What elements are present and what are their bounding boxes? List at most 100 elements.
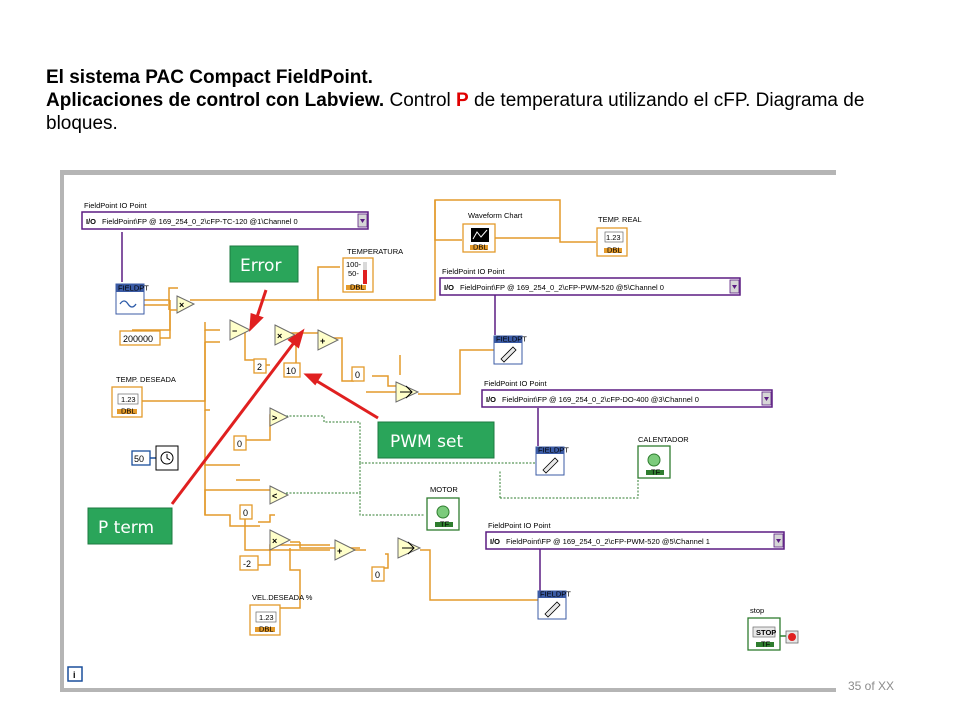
- const-0-d[interactable]: 0: [371, 566, 385, 582]
- temperatura-indicator[interactable]: 100- 50- DBL: [342, 257, 374, 293]
- stop-control[interactable]: STOP TF: [747, 617, 781, 651]
- dbl-text: DBL: [473, 243, 488, 252]
- const-2[interactable]: 2: [253, 358, 267, 374]
- const-neg2[interactable]: -2: [239, 555, 259, 571]
- fp-tc-channel-control[interactable]: I/O FieldPoint\FP @ 169_254_0_2\cFP-TC-1…: [81, 211, 369, 230]
- less-op: <: [272, 491, 277, 501]
- wire: [420, 549, 538, 601]
- const-200000[interactable]: 200000: [119, 330, 161, 346]
- select-node-2[interactable]: [397, 537, 422, 559]
- stop-condition-icon: [788, 633, 796, 641]
- stop-button-face: [752, 626, 776, 638]
- subtract-node[interactable]: −: [229, 319, 252, 341]
- temp-deseada-label: TEMP. DESEADA: [116, 375, 176, 384]
- const-50[interactable]: 50: [131, 450, 151, 466]
- calentador-indicator[interactable]: TF: [637, 445, 671, 479]
- const-value: 50: [134, 454, 144, 464]
- fp-write-tag: FIELDPT: [496, 335, 527, 344]
- fp-pwm1-icon-glyph: I/O: [490, 537, 500, 546]
- const-box: [239, 504, 253, 520]
- add-node-1[interactable]: +: [317, 329, 340, 351]
- const-value: 0: [375, 570, 380, 580]
- fp-pwm0-channel-control[interactable]: I/O FieldPoint\FP @ 169_254_0_2\cFP-PWM-…: [439, 277, 741, 296]
- select-node-1[interactable]: [395, 381, 420, 403]
- const-box: [283, 362, 301, 378]
- const-box: [371, 566, 385, 582]
- fp-write-node-pwm0[interactable]: FIELDPT: [493, 335, 527, 365]
- stop-button-text: STOP: [756, 628, 776, 637]
- arrow-error-head: [249, 312, 264, 332]
- fp-write-node-do[interactable]: FIELDPT: [535, 446, 569, 476]
- fp-pwm0-icon-glyph: I/O: [444, 283, 454, 292]
- temp-deseada-control[interactable]: 1.23 DBL: [111, 386, 143, 418]
- green-wires: [286, 415, 639, 516]
- fp-read-tag: FIELDPT: [118, 284, 149, 293]
- add-triangle: [334, 539, 357, 561]
- title-text-a: Control: [384, 90, 457, 111]
- multiply-node-1[interactable]: ×: [176, 295, 196, 314]
- fp-write-tag: FIELDPT: [540, 590, 571, 599]
- chevron-down-icon: [732, 285, 737, 289]
- fp-read-node[interactable]: FIELDPT: [115, 283, 149, 315]
- const-0-a[interactable]: 0: [351, 366, 365, 382]
- pencil-icon: [544, 601, 561, 618]
- wire: [160, 309, 177, 339]
- info-icon-glyph: i: [73, 670, 76, 680]
- const-box: [239, 555, 259, 571]
- multiply-op: ×: [179, 300, 184, 310]
- fp-do-header: FieldPoint IO Point: [484, 379, 547, 388]
- block-diagram-canvas: i: [60, 170, 836, 692]
- chevron-down-icon: [360, 219, 365, 223]
- multiply-node-kp[interactable]: ×: [274, 324, 297, 346]
- temp-real-indicator[interactable]: 1.23 DBL: [596, 227, 628, 257]
- add-node-2[interactable]: +: [334, 539, 357, 561]
- clock-hands: [166, 454, 171, 461]
- title-bold-part: Aplicaciones de control con Labview.: [46, 90, 385, 111]
- info-icon[interactable]: [67, 666, 83, 682]
- waveform-chart-indicator[interactable]: DBL: [462, 223, 496, 253]
- loop-condition[interactable]: [785, 630, 799, 644]
- greater-node[interactable]: >: [269, 407, 290, 427]
- tf-text: TF: [440, 520, 450, 529]
- motor-indicator[interactable]: TF: [426, 497, 460, 531]
- fp-write-node-pwm1[interactable]: FIELDPT: [537, 590, 571, 620]
- temp-real-label: TEMP. REAL: [598, 215, 642, 224]
- title-line-2: Aplicaciones de control con Labview. Con…: [46, 89, 906, 135]
- add-triangle: [317, 329, 340, 351]
- const-value: 200000: [123, 334, 153, 344]
- wait-timer-node[interactable]: [155, 445, 179, 471]
- thermometer-fill: [363, 270, 367, 284]
- fp-tc-icon-glyph: I/O: [86, 217, 96, 226]
- block-diagram: i: [60, 170, 836, 692]
- const-0-c[interactable]: 0: [239, 504, 253, 520]
- fp-write-tag: FIELDPT: [538, 446, 569, 455]
- dbl-text: DBL: [259, 625, 274, 634]
- callout-error-text: Error: [240, 256, 281, 276]
- tf-tag: [756, 642, 774, 647]
- add-op: +: [320, 336, 325, 346]
- less-node[interactable]: <: [269, 485, 290, 505]
- dbl-tag: [470, 245, 488, 250]
- callout-pterm-box: [87, 507, 173, 545]
- fp-pwm1-header: FieldPoint IO Point: [488, 521, 551, 530]
- vel-deseada-label: VEL.DESEADA %: [252, 593, 313, 602]
- multiply-node-2[interactable]: ×: [269, 529, 292, 551]
- dbl-text: DBL: [607, 246, 622, 255]
- const-value: 0: [355, 370, 360, 380]
- temperatura-label: TEMPERATURA: [347, 247, 403, 256]
- fp-pwm1-channel-control[interactable]: I/O FieldPoint\FP @ 169_254_0_2\cFP-PWM-…: [485, 531, 785, 550]
- fp-do-channel-control[interactable]: I/O FieldPoint\FP @ 169_254_0_2\cFP-DO-4…: [481, 389, 773, 408]
- callout-pwm-box: [377, 421, 495, 459]
- tf-tag: [435, 522, 453, 527]
- const-10[interactable]: 10: [283, 362, 301, 378]
- const-value: -2: [243, 559, 251, 569]
- pencil-icon: [500, 346, 517, 363]
- numeric-field: [604, 231, 624, 243]
- chevron-down-icon: [776, 539, 781, 543]
- const-0-b[interactable]: 0: [233, 435, 247, 451]
- fp-read-header: [116, 284, 144, 292]
- callout-p-term: P term: [87, 507, 173, 545]
- vel-deseada-control[interactable]: 1.23 DBL: [249, 604, 281, 636]
- slide-title: El sistema PAC Compact FieldPoint. Aplic…: [46, 66, 906, 135]
- dbl-tag: [604, 248, 622, 253]
